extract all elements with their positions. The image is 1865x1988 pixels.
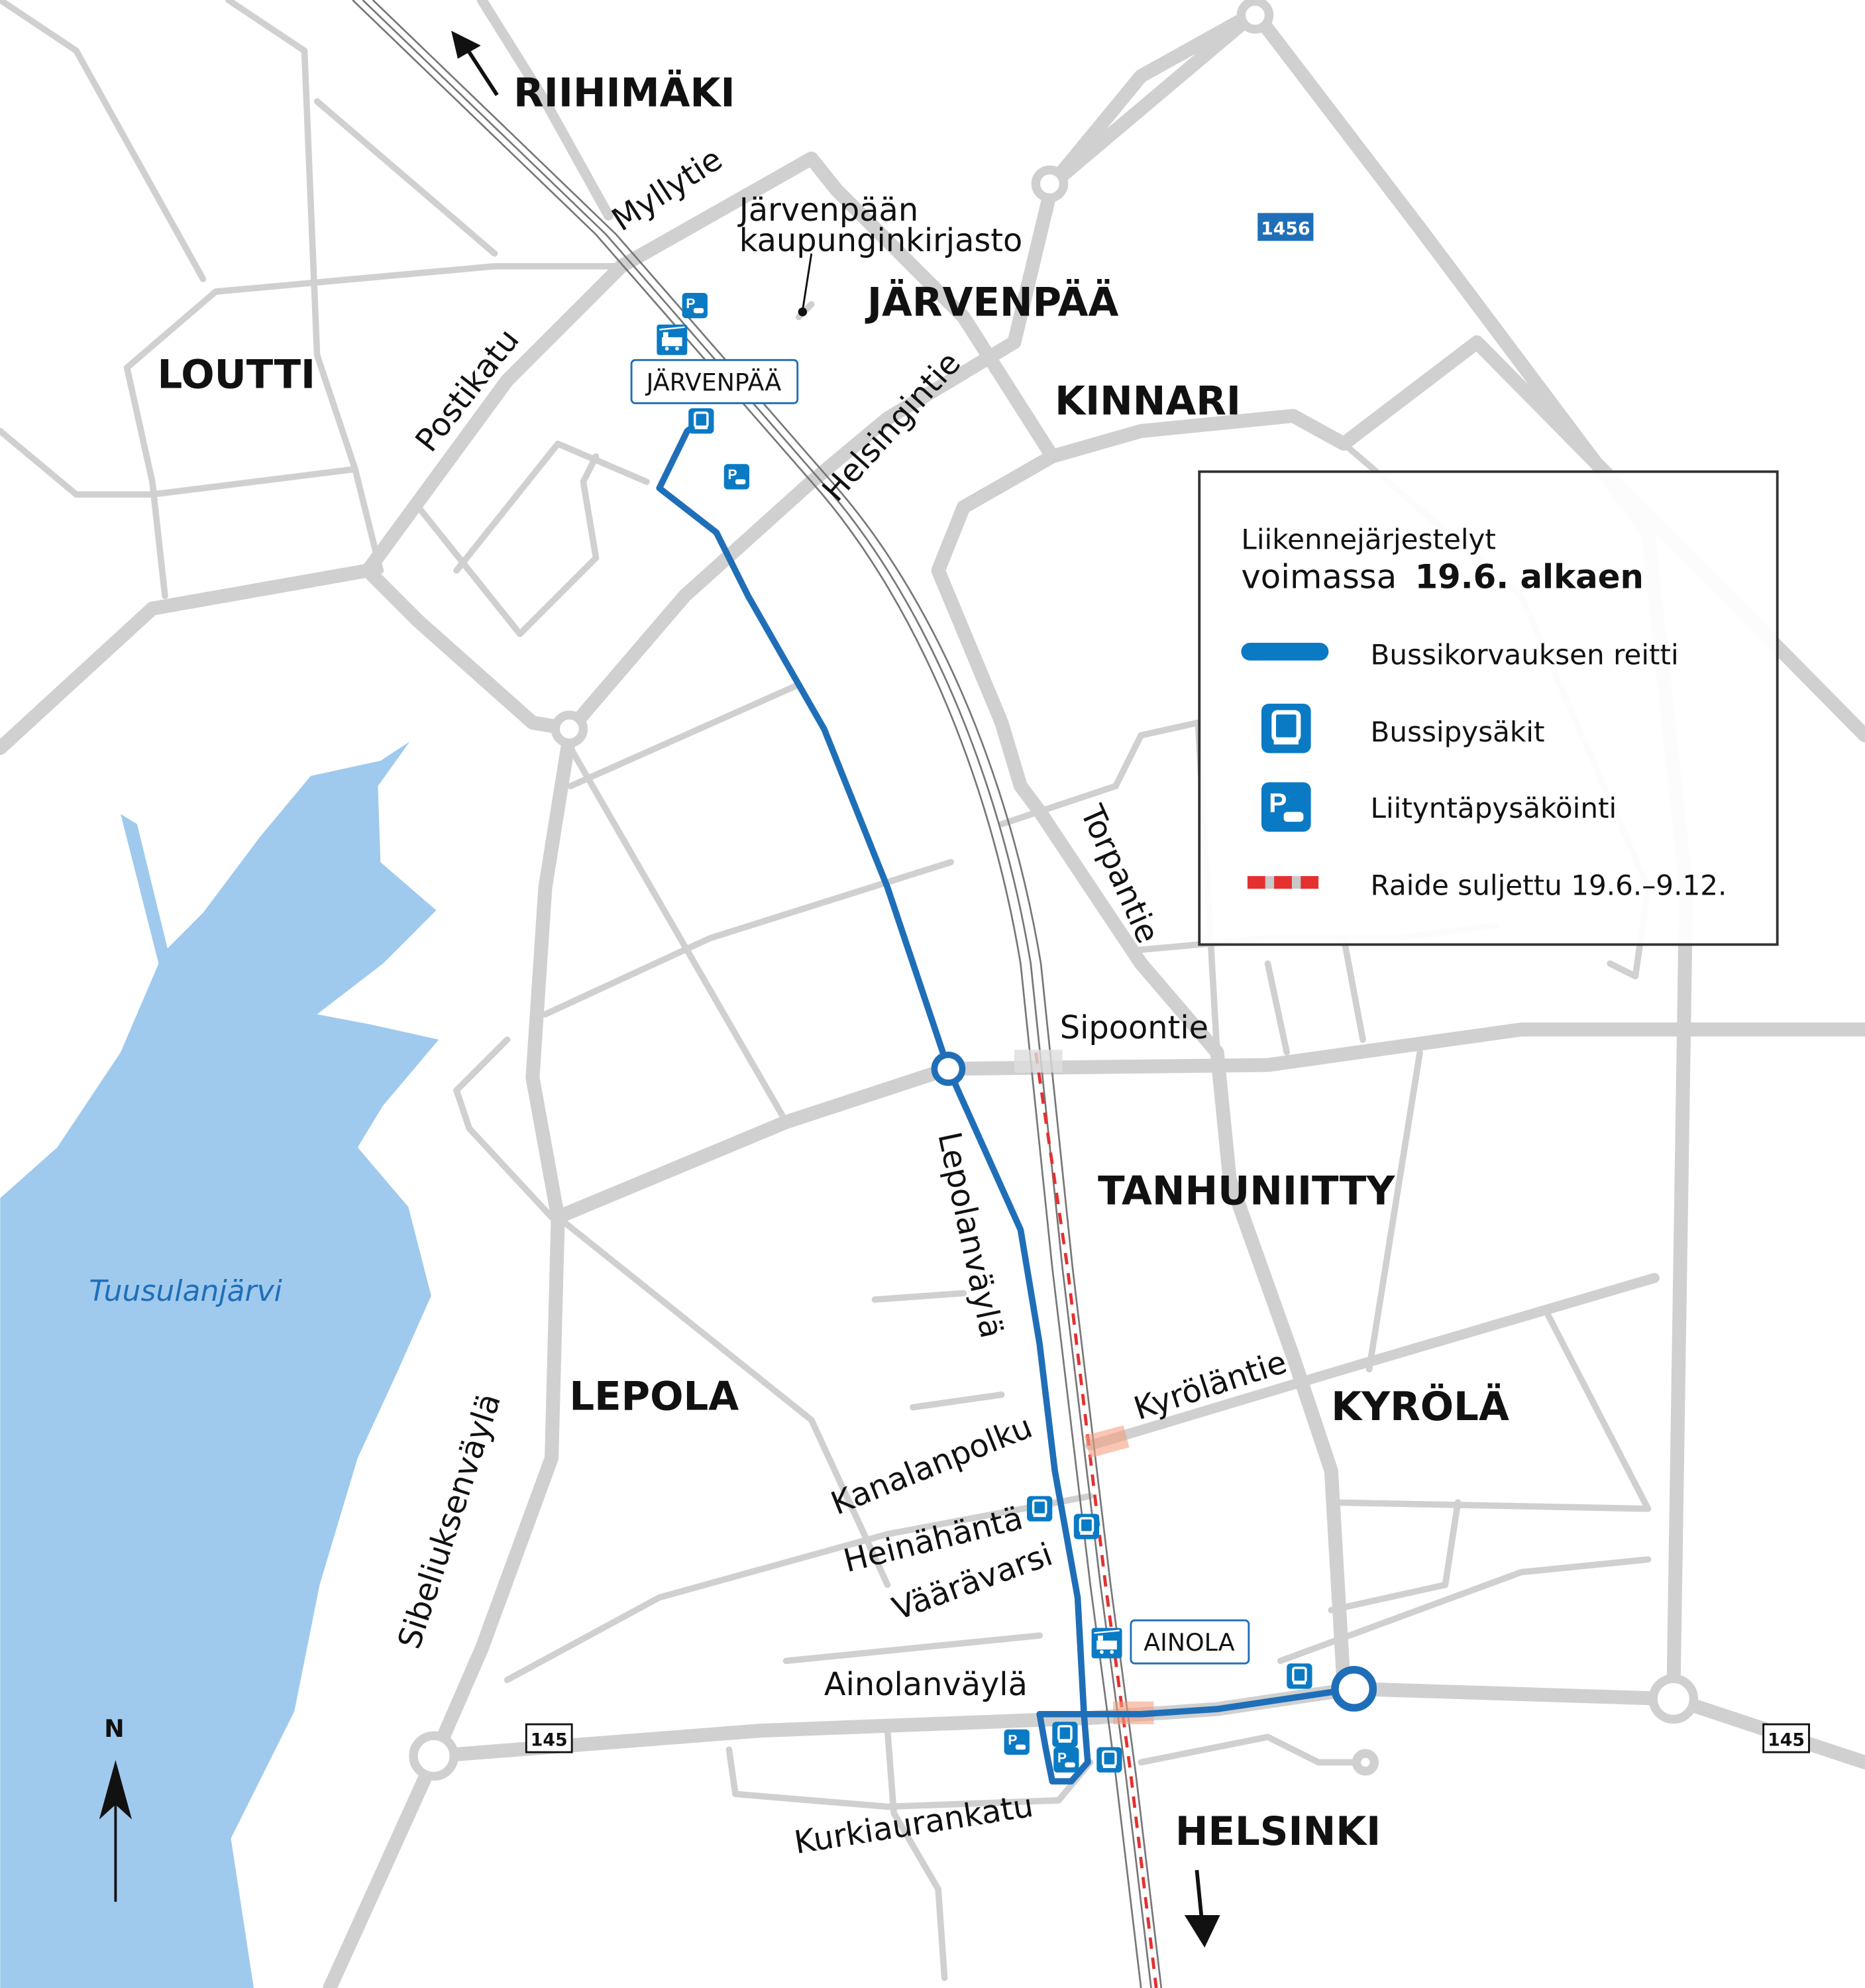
bus-stop-icon	[1285, 1662, 1314, 1690]
lake-label: Tuusulanjärvi	[89, 1274, 282, 1308]
train-station-icon	[1091, 1627, 1123, 1659]
svg-text:voimassa 19.6. alkaen: voimassa 19.6. alkaen	[1241, 558, 1644, 596]
bus-stop-icon	[1051, 1720, 1079, 1749]
legend-title-regular: voimassa	[1241, 558, 1397, 596]
bus-route-line	[1241, 643, 1329, 661]
street-ainolanvayla: Ainolanväylä	[824, 1667, 1028, 1703]
place-kyrola: KYRÖLÄ	[1331, 1384, 1509, 1429]
street-kyrolantie: Kyröläntie	[1130, 1344, 1291, 1427]
train-station-icon	[656, 323, 688, 356]
bus-stop-icon	[1073, 1512, 1100, 1541]
legend-label-closed-track: Raide suljettu 19.6.–9.12.	[1371, 869, 1727, 902]
closed-track	[1034, 1052, 1158, 1988]
bus-stop-icon	[687, 407, 716, 435]
park-and-ride-icon	[1053, 1747, 1079, 1773]
place-lepola: LEPOLA	[569, 1374, 739, 1419]
north-arrow-icon	[99, 1760, 133, 1902]
place-tanhuniitty: TANHUNIITTY	[1098, 1168, 1395, 1214]
road-number-145-east: 145	[1768, 1730, 1805, 1751]
road-number-1456: 1456	[1261, 219, 1310, 239]
street-helsingintie: Helsingintie	[816, 345, 968, 509]
roundabouts	[409, 0, 1699, 1781]
place-helsinki: HELSINKI	[1175, 1808, 1381, 1854]
park-and-ride-icon	[1261, 782, 1311, 832]
library-marker	[801, 253, 813, 311]
closed-track-dashes	[1247, 876, 1319, 889]
library-label-line2: kaupunginkirjasto	[739, 223, 1023, 259]
park-and-ride-icon	[682, 292, 708, 319]
legend: Liikennejärjestelyt voimassa 19.6. alkae…	[1198, 470, 1779, 946]
legend-label-park: Liityntäpysäköinti	[1371, 792, 1617, 824]
street-myllytie: Myllytie	[606, 141, 729, 239]
bus-stop-icon	[1261, 704, 1311, 753]
railway	[352, 0, 1163, 1988]
bus-stop-icon	[1026, 1494, 1054, 1523]
park-and-ride-icon	[723, 464, 750, 490]
road-number-145-west: 145	[531, 1730, 568, 1751]
park-and-ride-icon	[1004, 1729, 1030, 1755]
north-label: N	[104, 1714, 124, 1743]
crossing-marker-sipoontie	[1014, 1050, 1063, 1073]
station-label-ainola: AINOLA	[1144, 1628, 1234, 1657]
street-sipoontie: Sipoontie	[1060, 1010, 1208, 1046]
library-label-line1: Järvenpään	[737, 192, 918, 229]
place-riihimaki: RIIHIMÄKI	[513, 70, 735, 116]
legend-title-bold: 19.6. alkaen	[1415, 558, 1644, 596]
lake-tuusulanjarvi	[0, 742, 439, 1988]
bus-stop-icon	[1095, 1745, 1124, 1774]
place-kinnari: KINNARI	[1055, 378, 1241, 424]
legend-label-bus-stop: Bussipysäkit	[1371, 716, 1545, 748]
place-jarvenpaa: JÄRVENPÄÄ	[865, 279, 1119, 325]
arrow-helsinki-icon	[1184, 1869, 1220, 1948]
bus-replacement-route	[656, 417, 1377, 1785]
legend-label-route: Bussikorvauksen reitti	[1371, 639, 1679, 671]
arrow-riihimaki-icon	[451, 30, 499, 97]
street-lepolanvayla: Lepolanväylä	[930, 1129, 1010, 1341]
crossing-marker-kyrolantie	[1084, 1425, 1130, 1458]
station-label-jarvenpaa: JÄRVENPÄÄ	[645, 368, 782, 396]
place-loutti: LOUTTI	[158, 351, 316, 397]
legend-title-line1: Liikennejärjestelyt	[1241, 523, 1496, 555]
